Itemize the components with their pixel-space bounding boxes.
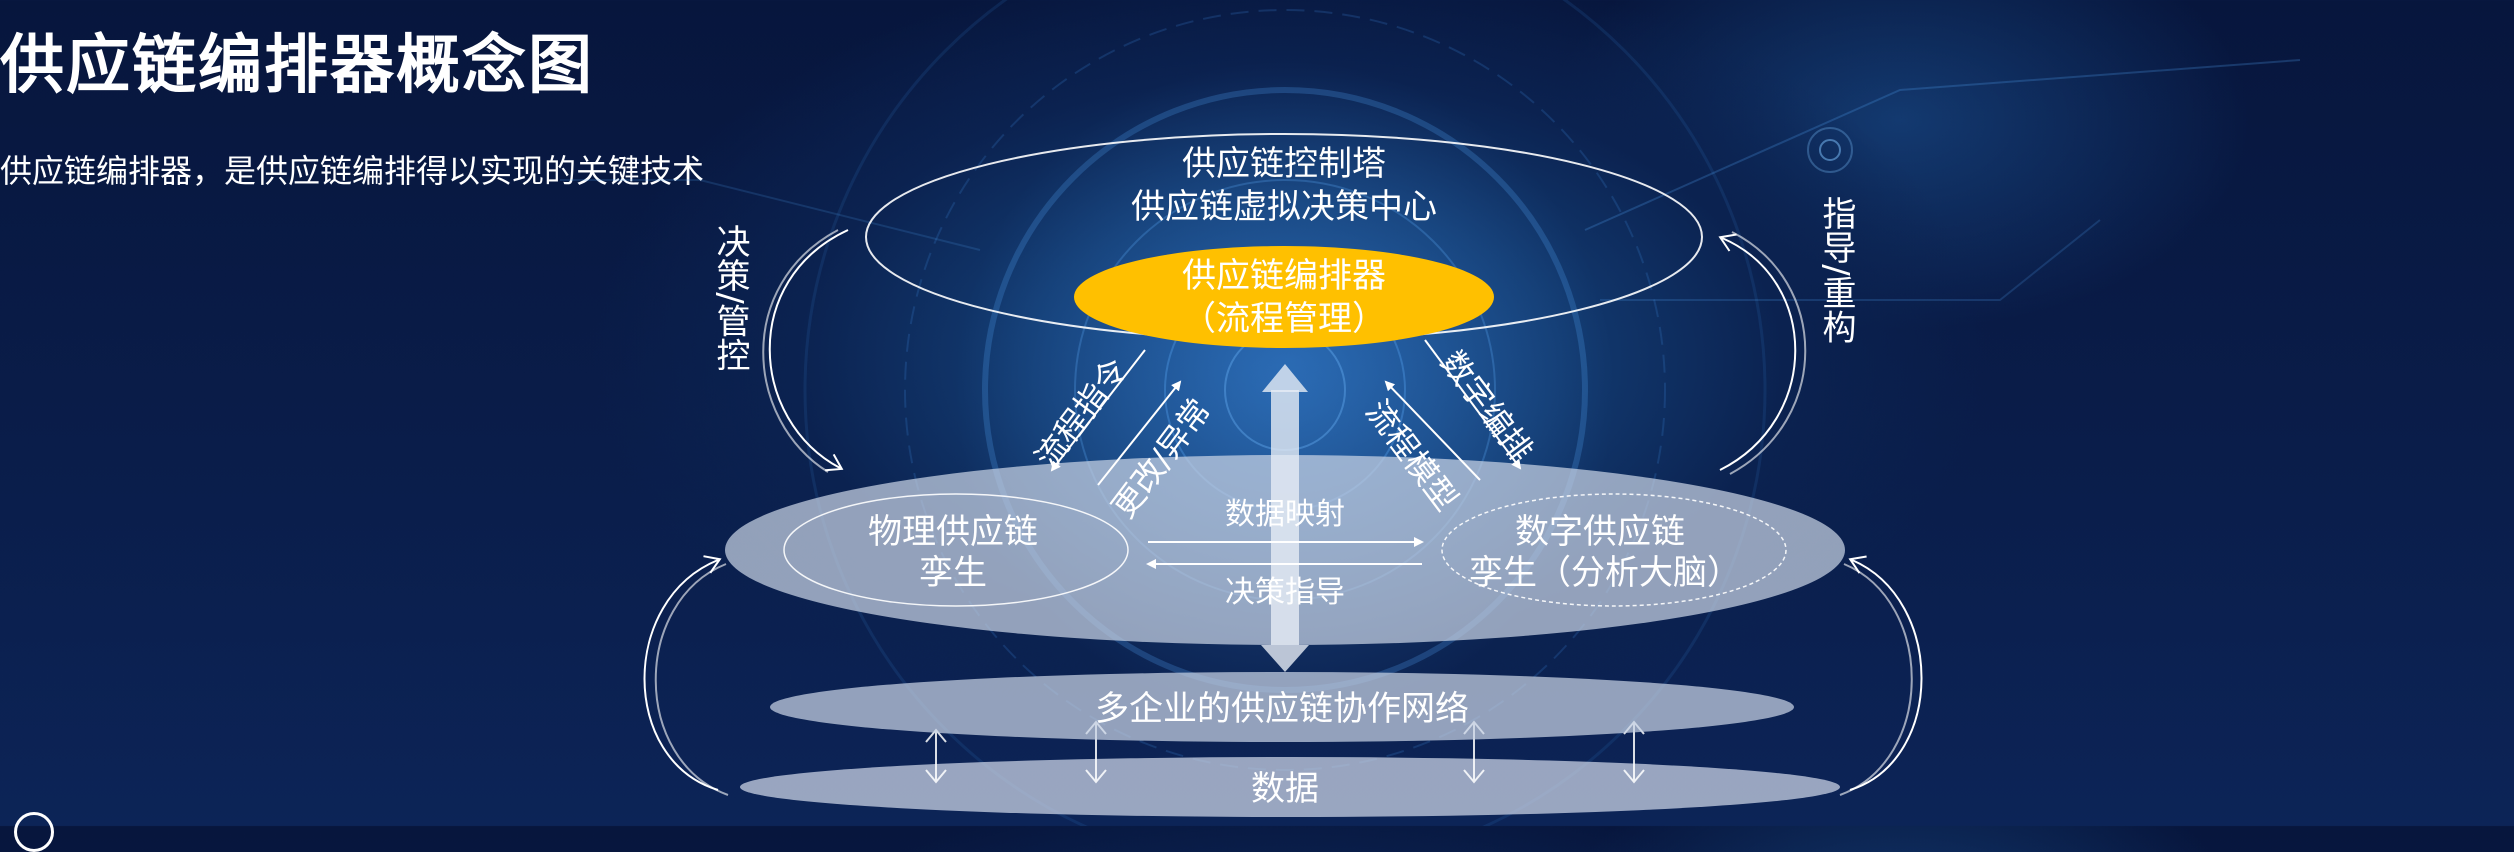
- control-tower-line1: 供应链控制塔: [1182, 144, 1386, 184]
- digital-orchestration-arrow: [1424, 339, 1522, 470]
- concept-diagram: 数据 多企业的供应链协作网络 物理供应链 孪生 数字供应链 孪生（分析大脑） 数…: [560, 0, 2301, 826]
- network-layer-ellipse: [770, 672, 1794, 742]
- orchestrator-line1: 供应链编排器: [1182, 256, 1386, 296]
- digital-twin-line2: 孪生（分析大脑）: [1469, 553, 1741, 593]
- digital-twin-ellipse: [1441, 493, 1787, 607]
- page-subtitle: 供应链编排器，是供应链编排得以实现的关键技术: [0, 152, 705, 190]
- slide: 供应链编排器概念图 供应链编排器，是供应链编排得以实现的关键技术: [0, 0, 2301, 852]
- physical-twin-line1: 物理供应链: [868, 512, 1038, 552]
- left-loop-label-1: 决策/管控: [710, 224, 750, 371]
- page-title: 供应链编排器概念图: [0, 29, 594, 103]
- data-layer-ellipse: [740, 757, 1840, 817]
- decision-guidance-label: 决策指导: [1225, 575, 1345, 610]
- orchestrator-line2: （流程管理）: [1182, 299, 1386, 339]
- bottom-left-loop-arrow: [643, 555, 729, 796]
- bottom-right-loop-arrow: [1839, 555, 1923, 796]
- vertical-sync-arrow: [1261, 364, 1309, 672]
- right-loop-label: 指导/重构: [1816, 196, 1856, 344]
- right-loop-arrow: [1718, 231, 1807, 475]
- data-mapping-label: 数据映射: [1225, 497, 1345, 532]
- physical-twin-ellipse: [783, 493, 1129, 607]
- corner-circle-icon: [14, 812, 54, 852]
- data-layer-label: 数据: [1251, 769, 1319, 809]
- process-model-arrow: [1384, 380, 1481, 481]
- physical-twin-line2: 孪生: [919, 553, 987, 593]
- change-exception-arrow: [1097, 380, 1182, 486]
- digital-twin-line1: 数字供应链: [1515, 512, 1685, 552]
- network-layer-label: 多企业的供应链协作网络: [1095, 689, 1469, 729]
- left-loop-arrow: [762, 229, 849, 473]
- orchestrator-ellipse: [1074, 246, 1494, 348]
- control-tower-line2: 供应链虚拟决策中心: [1131, 187, 1437, 227]
- process-command-arrow: [1050, 349, 1146, 472]
